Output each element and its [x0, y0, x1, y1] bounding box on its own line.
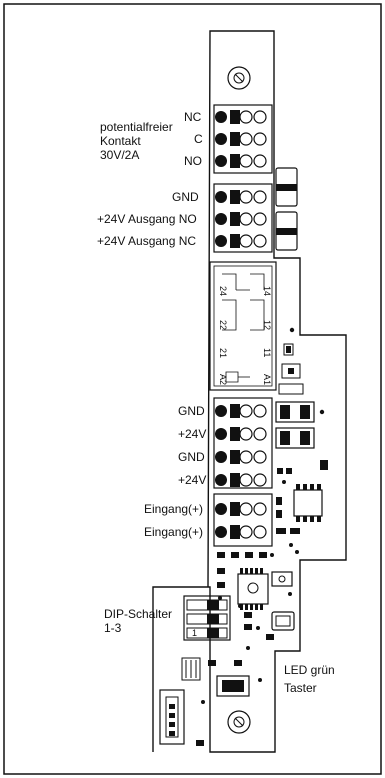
relay-pin-11: 11 — [262, 348, 272, 357]
terminal-row-gnd-top — [215, 190, 267, 204]
label-no: NO — [184, 154, 202, 168]
label-gnd-top: GND — [172, 190, 199, 204]
terminal-row-out-nc — [215, 234, 267, 248]
relay-pin-21: 21 — [218, 348, 228, 358]
bottom-left-connector — [181, 657, 201, 681]
relay-pin-a1: A1 — [262, 374, 272, 385]
dip-marker-1: 1 — [192, 628, 197, 638]
label-dip-line1: DIP-Schalter — [104, 607, 172, 621]
relay-pin-24: 24 — [218, 286, 228, 296]
terminal-row-no — [215, 154, 267, 168]
jst-connector — [159, 689, 185, 745]
lower-smd-row2 — [217, 568, 225, 600]
misc-bottom-left — [196, 660, 242, 746]
lower-crystal — [271, 571, 293, 596]
label-out-no: +24V Ausgang NO — [97, 212, 197, 226]
label-taster: Taster — [284, 681, 317, 695]
smd-cluster-b — [276, 497, 300, 554]
lower-ic — [237, 568, 269, 610]
terminal-row-out-no — [215, 212, 267, 226]
mounting-hole-top — [227, 66, 251, 90]
ic-upper — [293, 484, 323, 522]
smd-cluster-a — [277, 460, 328, 484]
terminal-row-gnd1 — [215, 404, 267, 418]
terminal-row-c — [215, 132, 267, 146]
dip-switch-block — [183, 595, 231, 641]
terminal-block-3 — [213, 397, 273, 489]
relay-pin-12: 12 — [262, 320, 272, 330]
terminal-row-gnd2 — [215, 450, 267, 464]
diode-lower — [275, 211, 298, 251]
label-p24-2: +24V — [178, 473, 206, 487]
fuse-lower — [275, 427, 315, 449]
lower-led-square — [271, 611, 295, 631]
outer-frame — [3, 3, 382, 775]
pcb-outline — [152, 30, 347, 753]
misc-near-dip — [238, 604, 274, 650]
terminal-row-nc — [215, 110, 267, 124]
relay-pin-a2: A2 — [218, 374, 228, 385]
label-eingang-1: Eingang(+) — [144, 502, 203, 516]
label-out-nc: +24V Ausgang NC — [97, 234, 196, 248]
relay-block — [209, 261, 277, 391]
push-button — [216, 675, 262, 697]
relay-pin-22: 22 — [218, 320, 228, 330]
terminal-row-in2 — [215, 525, 267, 539]
label-p24-1: +24V — [178, 427, 206, 441]
fuse-upper — [275, 401, 325, 423]
label-rating: 30V/2A — [100, 148, 139, 162]
label-eingang-2: Eingang(+) — [144, 525, 203, 539]
label-gnd-2: GND — [178, 450, 205, 464]
label-led-gruen: LED grün — [284, 663, 335, 677]
mounting-hole-bottom — [227, 710, 251, 734]
terminal-row-p24-2 — [215, 473, 267, 487]
lower-smd-row1 — [217, 552, 274, 558]
label-potentialfreier: potentialfreier — [100, 120, 173, 134]
terminal-block-4 — [213, 493, 273, 547]
diode-upper — [275, 167, 298, 207]
terminal-block-1 — [213, 104, 273, 174]
relay-pin-14: 14 — [262, 286, 272, 296]
terminal-row-in1 — [215, 502, 267, 516]
label-c: C — [194, 132, 203, 146]
label-kontakt: Kontakt — [100, 134, 141, 148]
relay-side-parts — [278, 327, 304, 395]
label-dip-line2: 1-3 — [104, 621, 122, 635]
terminal-row-p24-1 — [215, 427, 267, 441]
terminal-block-2 — [213, 183, 273, 253]
label-gnd-1: GND — [178, 404, 205, 418]
label-nc: NC — [184, 110, 202, 124]
